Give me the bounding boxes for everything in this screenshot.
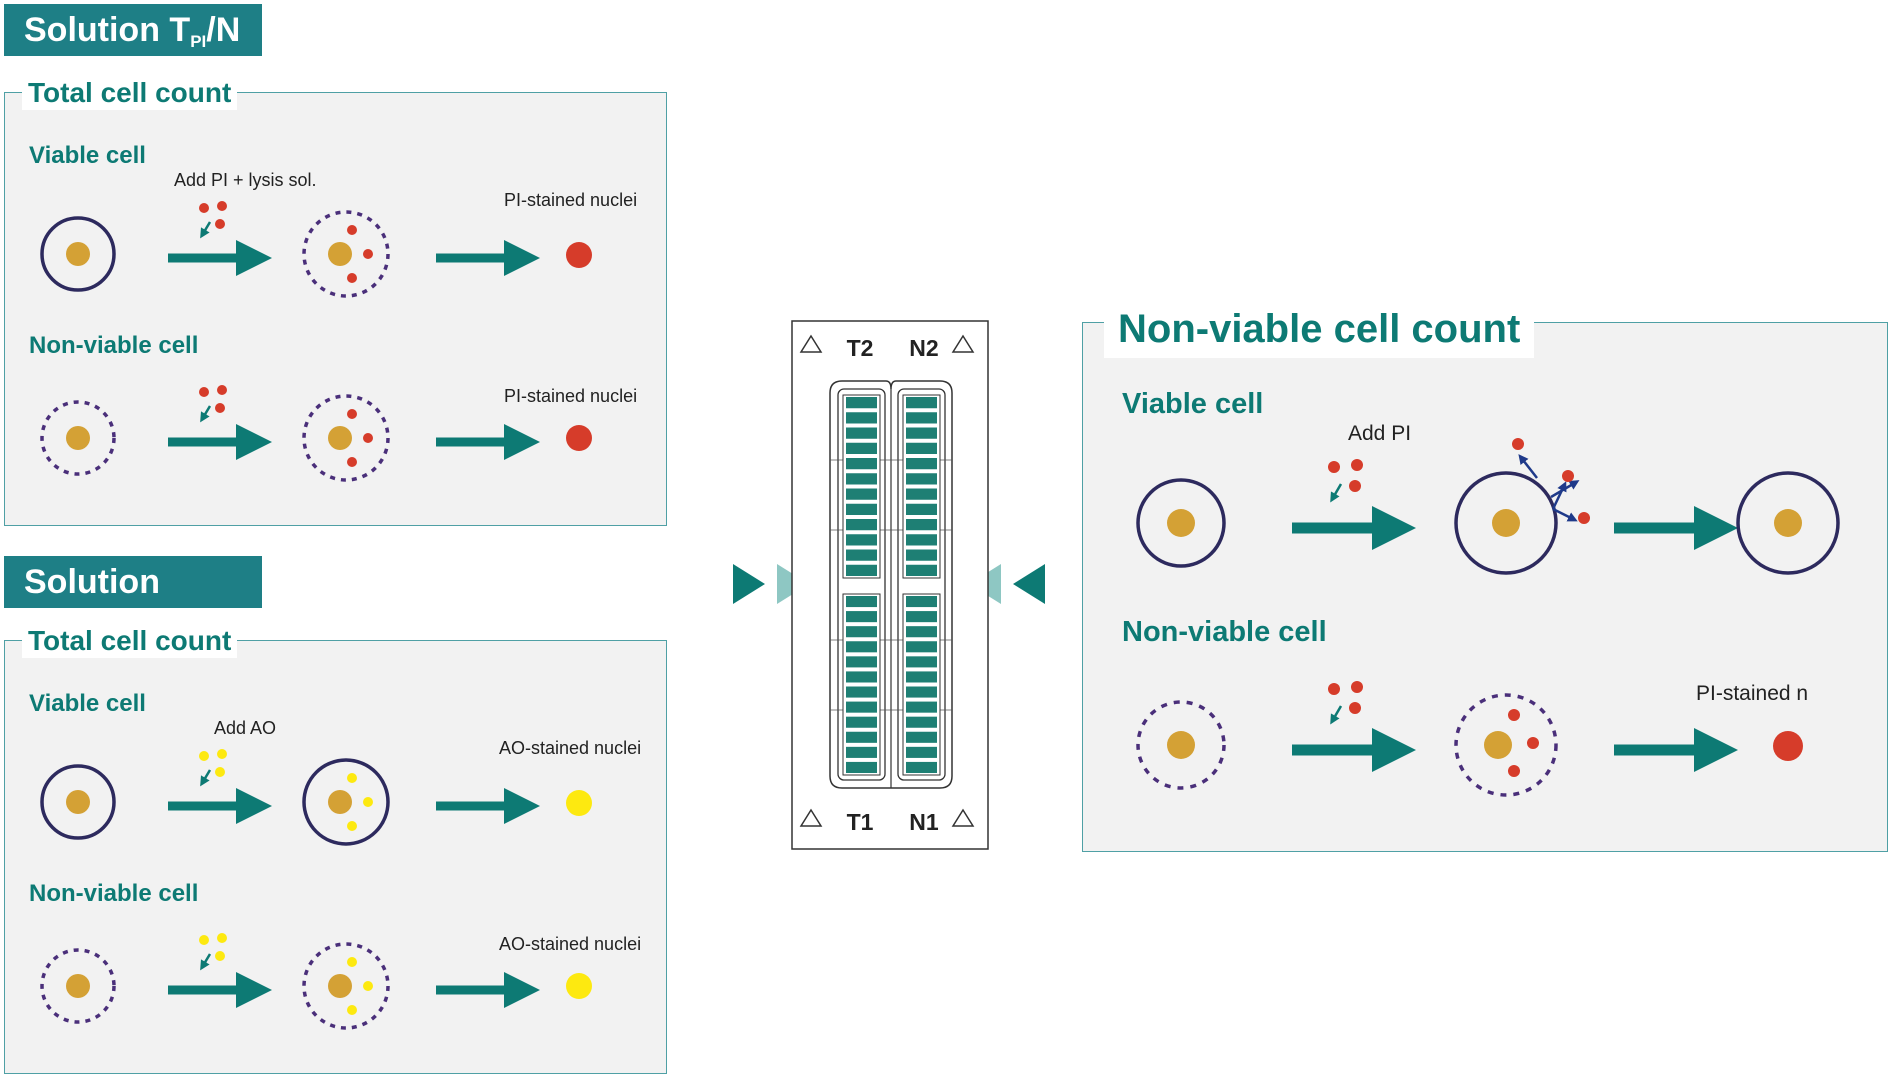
panel-pi-nonviable-result: PI-stained nuclei	[504, 386, 638, 406]
chamber-grid	[842, 394, 881, 579]
panel-pi-viable-result: PI-stained nuclei	[504, 190, 638, 210]
solution-ao-tag: Solution TAO/N	[4, 556, 262, 655]
grid-stripe	[906, 488, 937, 500]
grid-stripe	[846, 626, 877, 638]
chamber-grid	[902, 394, 941, 579]
panel-pi-viable-label: Viable cell	[29, 142, 146, 169]
panel-ao-nonviable-result: AO-stained nuclei	[499, 934, 642, 954]
triangle-outline-icon	[951, 334, 975, 353]
chamber-grid	[902, 593, 941, 776]
grid-stripe	[846, 656, 877, 668]
grid-stripe	[906, 473, 937, 485]
triangle-outline-icon	[799, 808, 823, 827]
grid-stripe	[846, 686, 877, 698]
insert-arrow-left-light	[777, 564, 809, 604]
panel-nv-viable-label: Viable cell	[1122, 388, 1264, 420]
grid-stripe	[906, 427, 937, 439]
grid-stripe	[906, 412, 937, 424]
channel-outline	[829, 380, 953, 789]
panel-pi-title: Total cell count	[22, 76, 238, 110]
grid-stripe	[846, 596, 877, 608]
grid-stripe	[906, 503, 937, 515]
grid-stripe	[906, 534, 937, 546]
panel-ao-nonviable-label: Non-viable cell	[29, 880, 199, 907]
slide-label-t1: T1	[847, 809, 874, 835]
panel-nv-title: Non-viable cell count	[1104, 300, 1535, 358]
grid-stripe	[906, 731, 937, 743]
grid-stripe	[846, 412, 877, 424]
grid-stripe	[906, 564, 937, 576]
grid-stripe	[846, 488, 877, 500]
slide-label-t2: T2	[847, 335, 874, 361]
panel-ao-title: Total cell count	[22, 624, 238, 658]
panel-nv-nonviable-label: Non-viable cell	[1122, 616, 1327, 648]
grid-stripe	[906, 611, 937, 623]
grid-stripe	[846, 519, 877, 531]
grid-stripe	[846, 701, 877, 713]
panel-pi-nonviable-label: Non-viable cell	[29, 332, 199, 359]
counting-slide: T2 N2 T1 N1	[791, 320, 989, 850]
grid-stripe	[906, 397, 937, 409]
grid-stripe	[846, 746, 877, 758]
grid-stripe	[846, 397, 877, 409]
grid-stripe	[846, 731, 877, 743]
grid-stripe	[906, 701, 937, 713]
slide-body	[791, 320, 989, 850]
grid-stripe	[906, 458, 937, 470]
slide-label-n2: N2	[909, 335, 938, 361]
slide-label-n1: N1	[909, 809, 939, 835]
grid-stripe	[846, 458, 877, 470]
insert-arrow-left-dark	[733, 564, 765, 604]
insert-arrow-right-dark	[1013, 564, 1045, 604]
grid-stripe	[846, 473, 877, 485]
chamber-frame-left	[837, 388, 886, 781]
chamber-frame-right	[897, 388, 946, 781]
grid-stripe	[906, 519, 937, 531]
grid-stripe	[846, 442, 877, 454]
grid-stripe	[906, 549, 937, 561]
grid-stripe	[846, 761, 877, 773]
panel-ao-reagent-label: Add AO	[214, 718, 277, 738]
grid-stripe	[906, 641, 937, 653]
grid-stripe	[906, 686, 937, 698]
grid-stripe	[846, 503, 877, 515]
grid-stripe	[906, 596, 937, 608]
grid-stripe	[846, 671, 877, 683]
solution-pi-sub: PI	[190, 32, 207, 51]
panel-ao-viable-result: AO-stained nuclei	[499, 738, 642, 758]
chamber-grid	[842, 593, 881, 776]
grid-stripe	[906, 761, 937, 773]
grid-stripe	[846, 641, 877, 653]
panel-nv-reagent-label: Add PI	[1348, 422, 1412, 445]
grid-stripe	[846, 611, 877, 623]
panel-ao-viable-label: Viable cell	[29, 690, 146, 717]
solution-pi-prefix: Solution T	[24, 11, 191, 49]
grid-stripe	[906, 442, 937, 454]
grid-stripe	[906, 716, 937, 728]
grid-stripe	[906, 656, 937, 668]
triangle-outline-icon	[951, 808, 975, 827]
grid-stripe	[846, 534, 877, 546]
grid-stripe	[846, 549, 877, 561]
solution-pi-suffix: /N	[206, 11, 241, 49]
grid-stripe	[906, 746, 937, 758]
grid-stripe	[846, 427, 877, 439]
solution-pi-tag: Solution TPI/N	[4, 4, 262, 56]
grid-stripe	[906, 626, 937, 638]
grid-stripe	[846, 564, 877, 576]
panel-nv-nonviable-result: PI-stained n	[1696, 682, 1809, 705]
insert-arrow-right-light	[969, 564, 1001, 604]
chamber-grids	[842, 394, 941, 776]
grid-stripe	[846, 716, 877, 728]
panel-pi-reagent-label: Add PI + lysis sol.	[174, 170, 317, 190]
grid-stripe	[906, 671, 937, 683]
triangle-outline-icon	[799, 334, 823, 353]
